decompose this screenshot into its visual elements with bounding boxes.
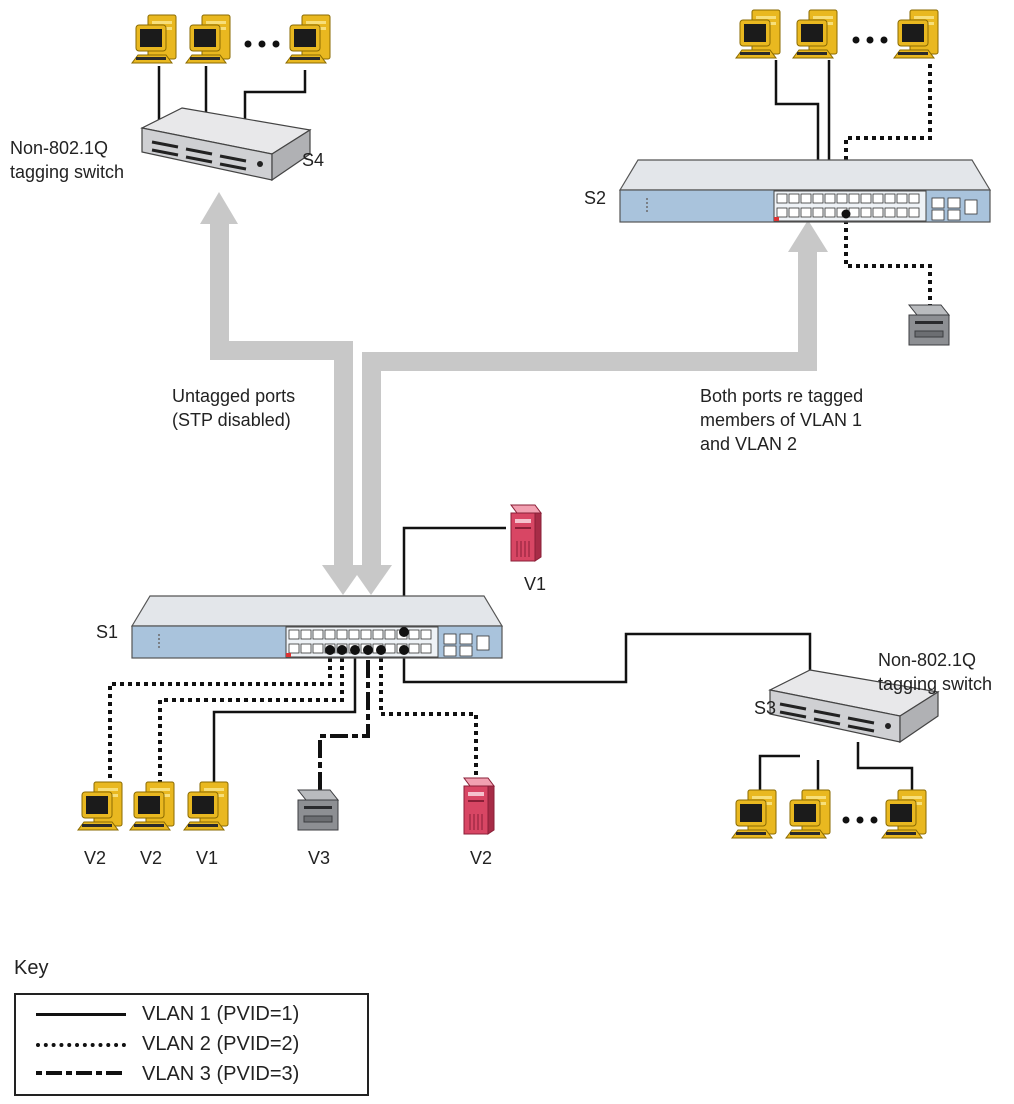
- s2-name-label: S2: [584, 188, 607, 208]
- tagged-link-arrow: [350, 220, 828, 595]
- s1-links: [108, 526, 812, 790]
- s4-pc-1: [131, 14, 177, 64]
- pc1-label: V2: [84, 848, 107, 868]
- server-top-label: V1: [524, 574, 547, 594]
- s4-type-label: Non-802.1Q tagging switch: [10, 138, 125, 182]
- tagged-ports-label: Both ports re tagged members of VLAN 1 a…: [700, 386, 864, 454]
- key-label: VLAN 1 (PVID=1): [142, 1003, 300, 1025]
- s1-switch: [131, 595, 503, 659]
- s1-port-dots: [325, 627, 409, 655]
- server-bottom-label: V2: [470, 848, 493, 868]
- pc-v1: [183, 781, 229, 831]
- untagged-ports-label: Untagged ports (STP disabled): [172, 386, 296, 430]
- pc3-label: V1: [196, 848, 219, 868]
- ellipsis-icon: [852, 36, 888, 44]
- s2-pc-2: [792, 9, 838, 59]
- dashdot-line-icon: [36, 1071, 126, 1075]
- pc-v2-a: [77, 781, 123, 831]
- s3-pc-1: [731, 789, 777, 839]
- s4-pc-links: [157, 66, 307, 126]
- s1-name-label: S1: [96, 622, 119, 642]
- s3-pc-2: [785, 789, 831, 839]
- s2-printer: [908, 304, 950, 346]
- s3-pc-3: [881, 789, 927, 839]
- untagged-link-arrow: [200, 192, 364, 595]
- s4-pc-3: [285, 14, 331, 64]
- pc2-label: V2: [140, 848, 163, 868]
- dotted-line-icon: [36, 1043, 126, 1047]
- printer-label: V3: [308, 848, 331, 868]
- key-title: Key: [14, 957, 49, 979]
- ellipsis-icon: [842, 816, 878, 824]
- key-label: VLAN 2 (PVID=2): [142, 1033, 300, 1055]
- server-v2: [463, 777, 495, 835]
- key-row-vlan3: VLAN 3 (PVID=3): [30, 1061, 360, 1087]
- s2-pc-1: [735, 9, 781, 59]
- server-top: [510, 504, 542, 562]
- key-row-vlan2: VLAN 2 (PVID=2): [30, 1031, 360, 1057]
- solid-line-icon: [36, 1013, 126, 1016]
- s4-name-label: S4: [302, 150, 325, 170]
- key-label: VLAN 3 (PVID=3): [142, 1063, 300, 1085]
- s3-name-label: S3: [754, 698, 777, 718]
- s4-pc-2: [185, 14, 231, 64]
- s2-pc-3: [893, 9, 939, 59]
- key-legend: VLAN 1 (PVID=1) VLAN 2 (PVID=2) VLAN 3 (…: [14, 993, 369, 1096]
- key-row-vlan1: VLAN 1 (PVID=1): [30, 1001, 360, 1027]
- s4-hub: [140, 106, 312, 182]
- printer-v3: [297, 789, 339, 831]
- s3-links: [758, 742, 914, 798]
- s2-port-dots: [841, 209, 851, 219]
- ellipsis-icon: [244, 40, 280, 48]
- pc-v2-b: [129, 781, 175, 831]
- s3-type-label: Non-802.1Q tagging switch: [878, 650, 993, 694]
- s2-switch: [619, 159, 991, 223]
